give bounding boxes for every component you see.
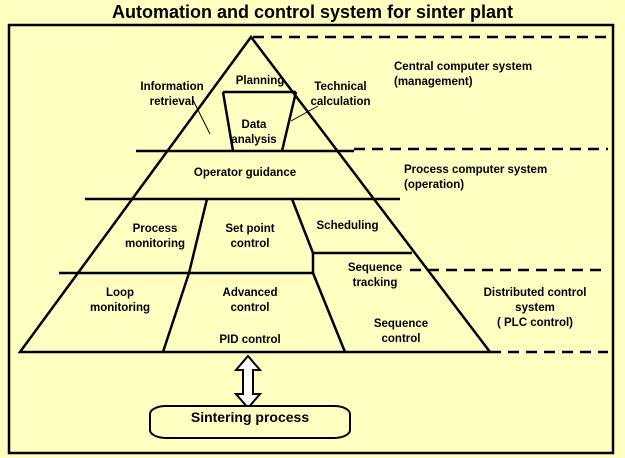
advanced-control-label: Advanced control [222,287,278,314]
information-retrieval-label: Information retrieval [140,81,204,108]
divider-loop-advanced [161,272,191,353]
planning-label: Planning [235,75,285,87]
outer-frame [7,23,615,455]
pyramid-outline [17,34,493,354]
divider-advanced-sequence [311,272,347,353]
process-monitoring-label: Process monitoring [124,223,186,250]
divider-process-setpoint [187,198,209,274]
diagram-title: Automation and control system for sinter… [111,2,514,22]
double-arrow [233,354,263,410]
central-computer-system-label: Central computer system (management) [394,61,533,88]
sintering-process-box [149,405,351,439]
pid-control-label: PID control [219,334,281,346]
set-point-control-label: Set point control [225,223,275,250]
sequence-control-label: Sequence control [373,318,429,345]
data-analysis-label: Data analysis [231,119,277,146]
technical-calculation-label: Technical calculation [310,81,371,108]
process-computer-system-label: Process computer system (operation) [404,164,548,191]
leader-technical-calculation [290,105,319,122]
sequence-tracking-label: Sequence tracking [347,262,403,289]
divider-info-right [280,91,298,152]
divider-setpoint-scheduling [290,198,315,254]
sintering-process-label: Sintering process [190,409,310,425]
distributed-control-system-label: Distributed control system ( PLC control… [483,287,587,329]
operator-guidance-label: Operator guidance [193,167,297,179]
scheduling-label: Scheduling [316,220,379,232]
leader-information-retrieval [192,99,211,135]
divider-info-left [221,91,235,152]
loop-monitoring-label: Loop monitoring [89,287,151,314]
